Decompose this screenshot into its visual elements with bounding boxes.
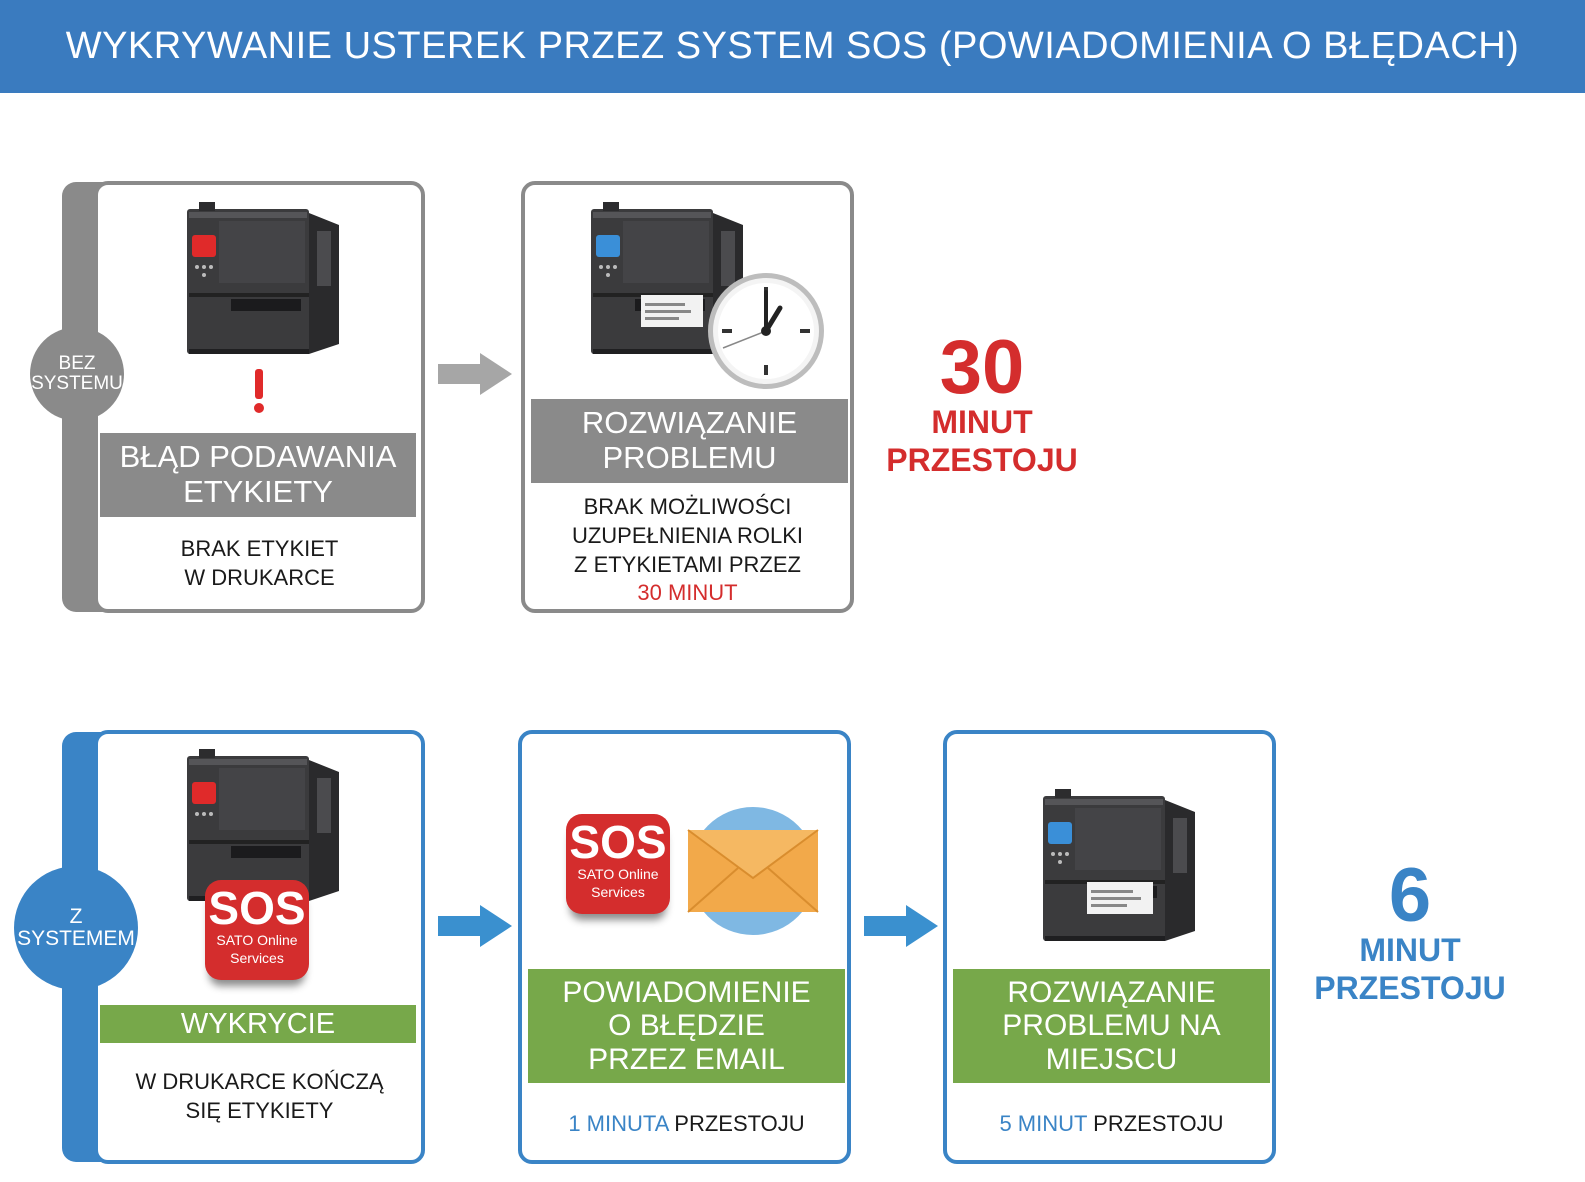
step-email-notification-card: SOS SATO Online Services POWIADOMIENIE O… — [518, 730, 851, 1164]
unit-line: MINUT — [1359, 932, 1461, 968]
total-downtime-number: 30 — [939, 325, 1025, 410]
desc-line: SIĘ ETYKIETY — [185, 1097, 334, 1123]
step-onsite-resolve-card: ROZWIĄZANIE PROBLEMU NA MIEJSCU 5 MINUT … — [943, 730, 1276, 1164]
band-line: ETYKIETY — [183, 474, 333, 509]
sos-logo-sub: Services — [591, 883, 645, 900]
total-downtime-number: 6 — [1388, 853, 1432, 938]
arrow-right-icon — [438, 905, 512, 947]
desc-line: PRZESTOJU — [668, 1111, 805, 1136]
step-band: BŁĄD PODAWANIA ETYKIETY — [100, 433, 416, 517]
step-band: POWIADOMIENIE O BŁĘDZIE PRZEZ EMAIL — [528, 969, 845, 1083]
envelope-icon — [686, 804, 820, 938]
desc-line: BRAK ETYKIET — [180, 536, 339, 561]
total-downtime-unit: MINUT PRZESTOJU — [1290, 931, 1530, 1008]
band-line: PRZEZ EMAIL — [588, 1042, 785, 1076]
badge-line: SYSTEMU — [31, 373, 123, 394]
printer-icon — [1039, 786, 1199, 946]
arrow-right-icon — [864, 905, 938, 947]
sos-logo-sub: SATO Online — [577, 866, 659, 883]
step-band: WYKRYCIE — [100, 1005, 416, 1043]
total-downtime-unit: MINUT PRZESTOJU — [862, 403, 1102, 480]
badge-line: Z — [69, 904, 83, 928]
badge-with-system: Z SYSTEMEM — [14, 866, 138, 990]
band-line: ROZWIĄZANIE — [1007, 975, 1216, 1009]
page-title: WYKRYWANIE USTEREK PRZEZ SYSTEM SOS (POW… — [0, 0, 1585, 93]
unit-line: PRZESTOJU — [886, 442, 1078, 479]
desc-line: W DRUKARCE — [184, 564, 335, 590]
sos-logo-word: SOS — [569, 816, 667, 868]
arrow-right-icon — [438, 353, 512, 395]
band-line: MIEJSCU — [1045, 1042, 1178, 1076]
desc-highlight: 5 MINUT — [999, 1111, 1088, 1136]
step-band: ROZWIĄZANIE PROBLEMU — [531, 399, 848, 483]
badge-line: SYSTEMEM — [17, 927, 135, 950]
band-line: POWIADOMIENIE — [562, 975, 811, 1009]
sos-logo-sub: SATO Online — [216, 932, 298, 949]
exclamation-icon — [249, 369, 269, 413]
desc-line: BRAK MOŻLIWOŚCI — [583, 494, 792, 519]
desc-highlight: 1 MINUTA — [568, 1111, 669, 1136]
step-band: ROZWIĄZANIE PROBLEMU NA MIEJSCU — [953, 969, 1270, 1083]
step-description: W DRUKARCE KOŃCZĄ SIĘ ETYKIETY — [98, 1068, 421, 1125]
desc-line: UZUPEŁNIENIA ROLKI — [571, 522, 804, 548]
band-line: PROBLEMU NA — [1002, 1009, 1221, 1043]
badge-line: BEZ — [58, 353, 96, 375]
sos-logo-icon: SOS SATO Online Services — [205, 880, 309, 980]
step-description: 1 MINUTA PRZESTOJU — [522, 1110, 851, 1139]
step-detection-card: SOS SATO Online Services WYKRYCIE W DRUK… — [94, 730, 425, 1164]
desc-line: W DRUKARCE KOŃCZĄ — [135, 1069, 384, 1094]
unit-line: MINUT — [931, 404, 1033, 440]
band-line: PROBLEMU — [602, 440, 777, 475]
sos-logo-word: SOS — [208, 882, 306, 934]
desc-line: Z ETYKIETAMI PRZEZ — [574, 551, 801, 577]
band-line: ROZWIĄZANIE — [581, 405, 798, 441]
step-description: BRAK ETYKIET W DRUKARCE — [98, 535, 421, 592]
printer-icon — [183, 746, 343, 906]
unit-line: PRZESTOJU — [1314, 970, 1506, 1007]
step-resolve-card: ROZWIĄZANIE PROBLEMU BRAK MOŻLIWOŚCI UZU… — [521, 181, 854, 613]
step-label-feed-error-card: BŁĄD PODAWANIA ETYKIETY BRAK ETYKIET W D… — [94, 181, 425, 613]
badge-without-system: BEZ SYSTEMU — [30, 327, 124, 421]
desc-highlight: 30 MINUT — [637, 580, 738, 606]
step-description: BRAK MOŻLIWOŚCI UZUPEŁNIENIA ROLKI Z ETY… — [525, 493, 850, 608]
printer-icon — [183, 199, 343, 359]
sos-logo-icon: SOS SATO Online Services — [566, 814, 670, 914]
step-description: 5 MINUT PRZESTOJU — [947, 1110, 1276, 1139]
band-line: BŁĄD PODAWANIA — [119, 439, 397, 475]
band-line: O BŁĘDZIE — [608, 1009, 765, 1043]
desc-line: PRZESTOJU — [1087, 1111, 1224, 1136]
clock-icon — [705, 270, 827, 392]
sos-logo-sub: Services — [230, 949, 284, 966]
printer-icon — [587, 199, 747, 359]
